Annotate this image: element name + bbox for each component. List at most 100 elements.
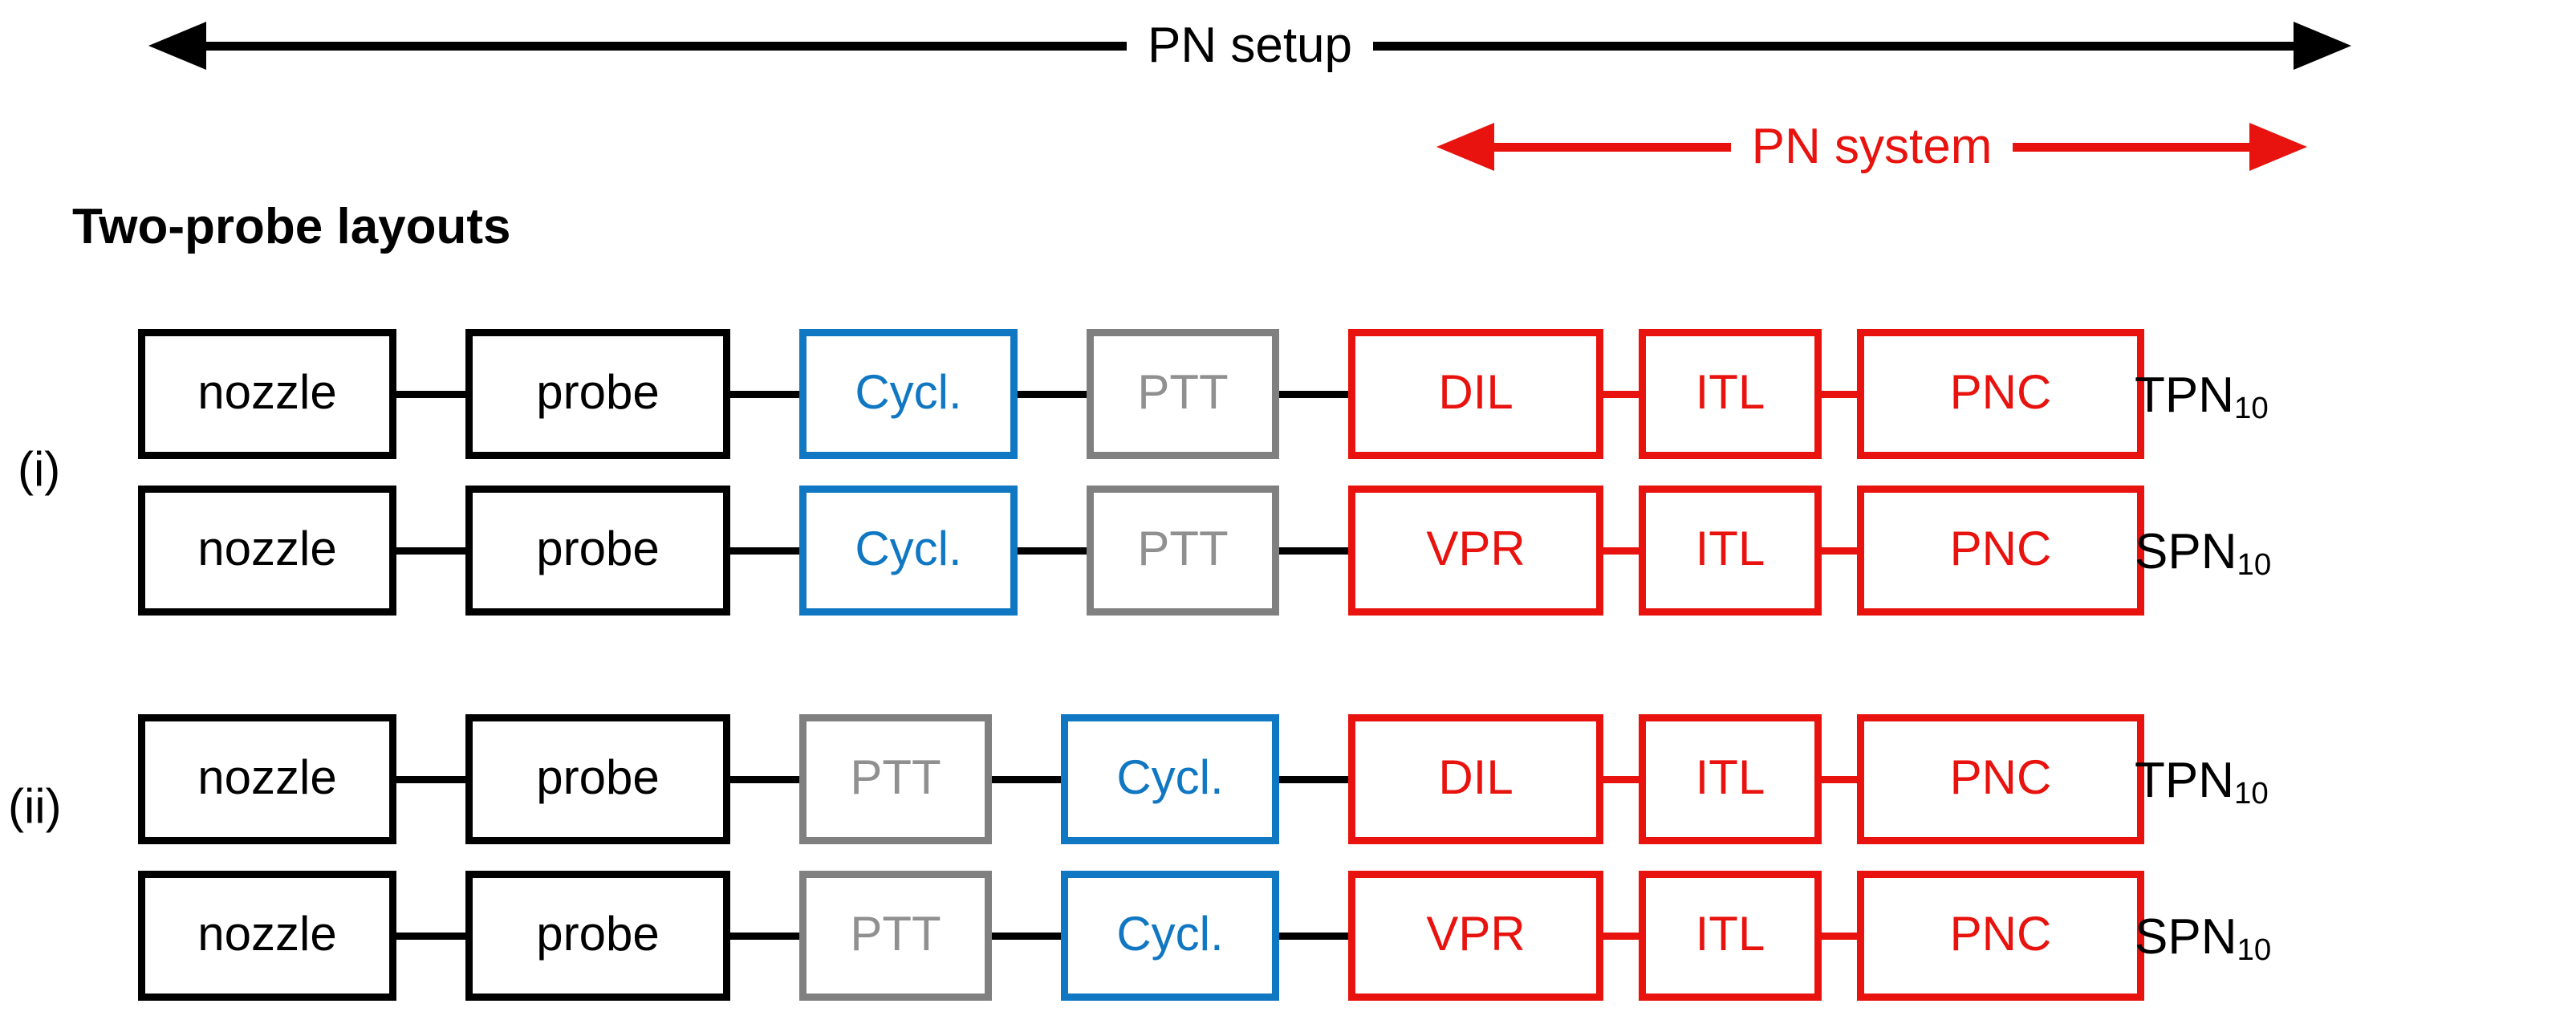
connector [730, 547, 799, 555]
arrow-right-head-icon [2294, 22, 2351, 70]
node-dil[interactable]: DIL [1348, 329, 1603, 459]
node-label: DIL [1438, 365, 1514, 419]
connector [1822, 932, 1857, 940]
node-label: ITL [1695, 522, 1765, 575]
node-pnc[interactable]: PNC [1857, 714, 2144, 844]
node-label: Cycl. [1116, 907, 1224, 961]
connector [730, 390, 799, 398]
flow-row-ii-tpn10: nozzle probe PTT Cycl. DIL ITL PNC [138, 714, 2144, 844]
row-label-text: TPN [2135, 368, 2234, 423]
node-label: nozzle [197, 907, 337, 961]
node-probe[interactable]: probe [465, 486, 730, 616]
node-nozzle[interactable]: nozzle [138, 329, 396, 459]
row-label-tpn10: TPN10 [2135, 753, 2269, 809]
connector [1822, 390, 1857, 398]
row-label-subscript: 10 [2237, 547, 2272, 582]
node-ptt[interactable]: PTT [799, 871, 992, 1001]
span-line-left [1494, 142, 1731, 152]
span-line-right [1373, 41, 2294, 51]
node-cycl[interactable]: Cycl. [799, 329, 1018, 459]
span-label-pn-system: PN system [1751, 119, 1993, 174]
node-itl[interactable]: ITL [1639, 871, 1822, 1001]
connector [396, 775, 465, 783]
row-label-subscript: 10 [2234, 775, 2269, 811]
connector [730, 775, 799, 783]
node-label: VPR [1426, 522, 1526, 575]
span-line-left [206, 41, 1127, 51]
node-label: nozzle [197, 522, 337, 575]
node-label: probe [536, 365, 660, 419]
node-label: Cycl. [1116, 750, 1224, 804]
row-label-text: SPN [2135, 909, 2237, 965]
row-label-spn10: SPN10 [2135, 524, 2271, 580]
node-cycl[interactable]: Cycl. [1061, 871, 1279, 1001]
span-arrow-pn-system: PN system [1436, 122, 2307, 172]
node-label: ITL [1695, 907, 1765, 961]
node-probe[interactable]: probe [465, 871, 730, 1001]
node-pnc[interactable]: PNC [1857, 871, 2144, 1001]
node-itl[interactable]: ITL [1639, 714, 1822, 844]
node-itl[interactable]: ITL [1639, 486, 1822, 616]
connector [1822, 547, 1857, 555]
node-label: Cycl. [855, 522, 962, 575]
span-arrow-pn-setup: PN setup [148, 21, 2351, 71]
node-vpr[interactable]: VPR [1348, 486, 1603, 616]
node-label: VPR [1426, 907, 1526, 961]
row-label-text: SPN [2135, 524, 2237, 579]
node-nozzle[interactable]: nozzle [138, 871, 396, 1001]
node-label: nozzle [197, 750, 337, 804]
node-ptt[interactable]: PTT [1087, 486, 1279, 616]
connector [730, 932, 799, 940]
arrow-left-head-icon [148, 22, 206, 70]
node-label: PNC [1949, 365, 2052, 419]
node-dil[interactable]: DIL [1348, 714, 1603, 844]
row-label-spn10: SPN10 [2135, 909, 2271, 965]
connector [1279, 547, 1348, 555]
row-label-tpn10: TPN10 [2135, 368, 2269, 424]
connector [1603, 932, 1639, 940]
group-index-i: (i) [18, 442, 61, 496]
arrow-right-head-icon [2249, 123, 2307, 171]
node-cycl[interactable]: Cycl. [799, 486, 1018, 616]
node-pnc[interactable]: PNC [1857, 486, 2144, 616]
connector [396, 390, 465, 398]
connector [1279, 390, 1348, 398]
node-ptt[interactable]: PTT [1087, 329, 1279, 459]
connector [1279, 775, 1348, 783]
node-probe[interactable]: probe [465, 714, 730, 844]
section-heading: Two-probe layouts [72, 199, 511, 254]
span-label-pn-setup: PN setup [1147, 18, 1353, 73]
node-label: ITL [1695, 750, 1765, 804]
connector [396, 932, 465, 940]
node-label: DIL [1438, 750, 1514, 804]
node-label: probe [536, 907, 660, 961]
connector [1603, 775, 1639, 783]
span-line-right [2013, 142, 2249, 152]
node-label: PNC [1949, 907, 2052, 961]
connector [992, 775, 1061, 783]
flow-row-i-tpn10: nozzle probe Cycl. PTT DIL ITL PNC [138, 329, 2144, 459]
node-pnc[interactable]: PNC [1857, 329, 2144, 459]
arrow-left-head-icon [1436, 123, 1494, 171]
node-ptt[interactable]: PTT [799, 714, 992, 844]
row-label-text: TPN [2135, 753, 2234, 808]
connector [1279, 932, 1348, 940]
node-vpr[interactable]: VPR [1348, 871, 1603, 1001]
node-label: PTT [1137, 365, 1229, 419]
flow-row-ii-spn10: nozzle probe PTT Cycl. VPR ITL PNC [138, 871, 2144, 1001]
node-nozzle[interactable]: nozzle [138, 714, 396, 844]
connector [992, 932, 1061, 940]
node-nozzle[interactable]: nozzle [138, 486, 396, 616]
node-itl[interactable]: ITL [1639, 329, 1822, 459]
group-index-ii: (ii) [8, 779, 62, 833]
connector [1603, 390, 1639, 398]
connector [1603, 547, 1639, 555]
node-cycl[interactable]: Cycl. [1061, 714, 1279, 844]
node-label: PTT [850, 750, 941, 804]
node-label: PNC [1949, 750, 2052, 804]
row-label-subscript: 10 [2234, 390, 2269, 425]
node-probe[interactable]: probe [465, 329, 730, 459]
node-label: PTT [1137, 522, 1229, 575]
connector [1018, 390, 1087, 398]
